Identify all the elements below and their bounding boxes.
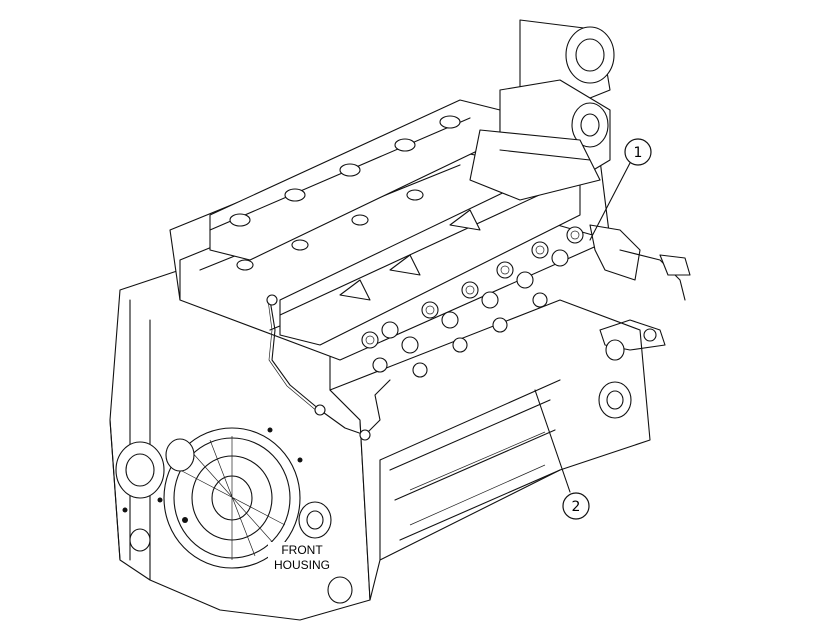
front-housing-label-line1: FRONT: [281, 543, 323, 557]
callout-1: 1: [589, 138, 652, 241]
exhaust-elbow: [469, 19, 615, 201]
sensor-bracket: [589, 224, 691, 419]
wiring-harness: [266, 294, 391, 441]
manifold-bolts: [229, 115, 461, 271]
front-housing: [115, 427, 353, 604]
front-housing-label-line2: HOUSING: [274, 558, 330, 572]
rocker-assembly: [209, 99, 584, 378]
callout-2: 2: [534, 389, 590, 520]
callout-1-label: 1: [634, 145, 643, 161]
callout-2-label: 2: [572, 499, 581, 515]
valve-springs: [361, 226, 584, 378]
front-housing-label: FRONT HOUSING: [268, 542, 338, 572]
